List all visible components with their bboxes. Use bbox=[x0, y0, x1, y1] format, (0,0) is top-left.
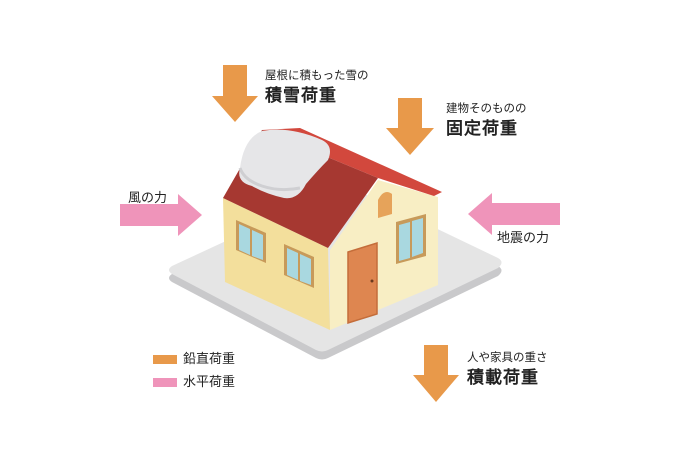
arrow-down-icon bbox=[386, 98, 434, 155]
wind-load-label: 風の力 bbox=[128, 191, 168, 206]
dead-load-title: 固定荷重 bbox=[446, 119, 518, 139]
arrow-down-icon bbox=[413, 345, 459, 402]
live-load-caption: 人や家具の重さ bbox=[467, 350, 548, 364]
window bbox=[396, 214, 426, 264]
snow-load-title: 積雪荷重 bbox=[265, 86, 337, 106]
live-load-title: 積載荷重 bbox=[467, 368, 539, 388]
earthquake-load-label: 地震の力 bbox=[497, 231, 550, 246]
dead-load-caption: 建物そのものの bbox=[446, 101, 527, 115]
window bbox=[284, 244, 314, 288]
arrow-down-icon bbox=[212, 65, 258, 122]
snow-load-caption: 屋根に積もった雪の bbox=[265, 68, 369, 82]
arrow-left-icon bbox=[468, 193, 560, 235]
door bbox=[347, 241, 378, 325]
legend-label-vertical: 鉛直荷重 bbox=[183, 352, 236, 367]
arrow-right-icon bbox=[120, 194, 202, 236]
window bbox=[236, 220, 266, 263]
snow-on-roof bbox=[239, 129, 330, 199]
legend-swatch-horizontal bbox=[153, 378, 177, 387]
legend-swatch-vertical bbox=[153, 355, 177, 364]
attic-window bbox=[378, 192, 392, 218]
legend-label-horizontal: 水平荷重 bbox=[183, 375, 236, 390]
